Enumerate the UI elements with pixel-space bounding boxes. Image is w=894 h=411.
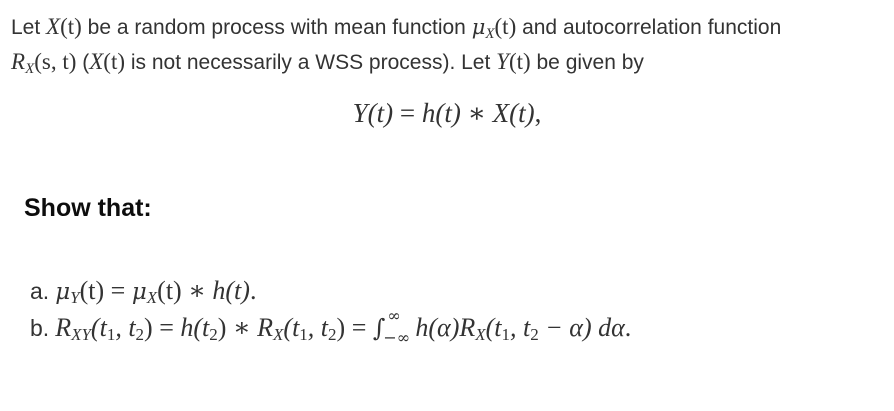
math-conv: ∗ xyxy=(181,276,213,305)
math-R: R xyxy=(257,313,274,342)
math-R: R xyxy=(55,313,72,342)
eq-conv: ∗ xyxy=(460,98,493,128)
item-label: b. xyxy=(30,315,50,341)
eq-x: X(t) xyxy=(492,98,535,128)
math-X: X xyxy=(46,14,61,39)
text: Let xyxy=(11,16,47,39)
math-sub: X xyxy=(25,61,35,77)
math-R: R xyxy=(459,313,476,342)
math-sub: 2 xyxy=(530,325,539,344)
math-d-alpha: dα xyxy=(591,313,625,342)
math-mu: μ xyxy=(471,15,486,39)
text: be a random process with mean function xyxy=(81,16,472,39)
eq-equals: = xyxy=(393,98,422,128)
math-sub: 1 xyxy=(106,325,116,344)
text: ( xyxy=(76,51,90,74)
math-args: (t xyxy=(485,313,502,342)
math-sub: X xyxy=(146,288,158,307)
math-paren: ) xyxy=(217,313,227,342)
math-paren: (t) xyxy=(103,49,126,74)
math-sub: Y xyxy=(70,288,80,307)
math-mu: μ xyxy=(131,279,147,305)
text: is not necessarily a WSS process). Let xyxy=(125,51,497,74)
math-sub: 1 xyxy=(501,325,511,344)
math-args: , t xyxy=(115,313,136,342)
math-equals: = xyxy=(152,313,181,342)
lower-limit: −∞ xyxy=(383,327,411,347)
math-end: . xyxy=(249,276,257,305)
math-end: . xyxy=(624,313,632,342)
display-equation: Y(t) = h(t) ∗ X(t), xyxy=(0,98,894,129)
math-h: h(t) xyxy=(212,276,250,305)
upper-limit: ∞ xyxy=(387,305,401,325)
math-args: (s, t) xyxy=(34,49,77,74)
math-equals: = xyxy=(345,313,373,342)
math-paren: (t) xyxy=(60,14,82,39)
intro-paragraph: Let X(t) be a random process with mean f… xyxy=(11,10,891,80)
eq-h: h(t) xyxy=(421,98,461,128)
item-a: a.μY(t) = μX(t) ∗ h(t). xyxy=(30,276,256,306)
math-paren: (t) xyxy=(79,276,105,305)
integral-limits: ∞−∞ xyxy=(383,306,415,347)
item-b: b.RXY(t1, t2) = h(t2) ∗ RX(t1, t2) = ∫∞−… xyxy=(30,306,632,347)
math-minus-alpha: − α) xyxy=(538,313,592,342)
eq-lhs: Y(t) xyxy=(352,98,394,128)
math-equals: = xyxy=(104,276,132,305)
math-args: , t xyxy=(307,313,329,342)
math-sub: 2 xyxy=(328,325,337,344)
math-conv: ∗ xyxy=(226,313,258,342)
math-h-alpha: h(α) xyxy=(415,313,460,342)
math-X: X xyxy=(89,49,104,74)
math-args: , t xyxy=(510,313,531,342)
math-h: h(t xyxy=(180,313,210,342)
text: and autocorrelation function xyxy=(516,16,782,39)
math-args: (t xyxy=(283,313,300,342)
math-sub: 2 xyxy=(209,325,218,344)
math-sub: XY xyxy=(71,325,91,344)
math-paren: (t) xyxy=(508,49,531,74)
math-mu: μ xyxy=(55,279,71,305)
math-Y: Y xyxy=(496,49,509,74)
math-paren: ) xyxy=(336,313,346,342)
math-sub: 2 xyxy=(135,325,145,344)
text: be given by xyxy=(530,51,644,74)
show-that-heading: Show that: xyxy=(24,194,152,222)
math-paren: ) xyxy=(144,313,153,342)
math-sub: 1 xyxy=(299,325,308,344)
eq-end: , xyxy=(534,98,542,128)
math-sub: X xyxy=(273,325,284,344)
math-sub: X xyxy=(475,325,486,344)
math-sub: X xyxy=(485,26,495,42)
item-label: a. xyxy=(30,278,50,304)
integral-sign: ∫ xyxy=(372,314,386,342)
math-paren: (t) xyxy=(157,276,182,305)
math-R: R xyxy=(11,49,26,74)
math-paren: (t) xyxy=(494,14,517,39)
math-args: (t xyxy=(90,313,107,342)
